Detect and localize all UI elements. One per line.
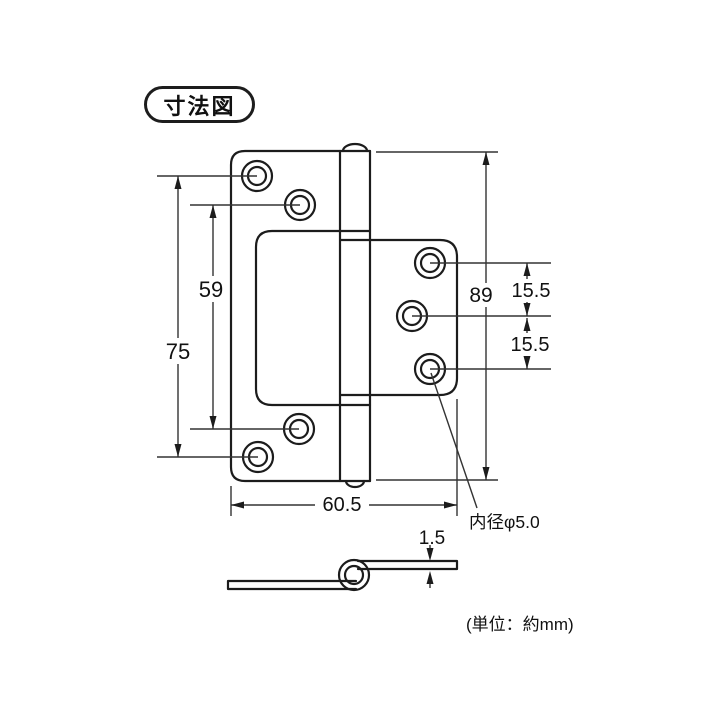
dim-60-5-label: 60.5 — [323, 494, 362, 516]
right-leaf-outline — [339, 238, 459, 397]
extension-lines — [157, 151, 551, 516]
hinge-barrel — [338, 142, 372, 489]
side-knuckle-bore — [343, 564, 365, 586]
inner-diameter-label: 内径φ5.0 — [469, 512, 540, 532]
side-profile-view — [226, 558, 459, 592]
left-leaf-outline — [229, 149, 372, 483]
pin-cap-top — [341, 142, 369, 153]
dimension-text-masks — [161, 276, 557, 516]
dim-75-label: 75 — [166, 339, 190, 364]
side-left-leaf — [226, 579, 358, 591]
leaf-recess-outline — [254, 229, 372, 407]
dim-1-5-label: 1.5 — [419, 528, 445, 549]
arrowheads — [174, 152, 531, 584]
screw-holes-left-leaf — [240, 159, 317, 474]
dim-59-label: 59 — [199, 277, 223, 302]
dim-15-5-top-label: 15.5 — [512, 280, 551, 302]
pin-cap-bottom — [344, 479, 366, 489]
side-knuckle-outer — [337, 558, 371, 592]
side-right-leaf — [356, 559, 459, 571]
dimension-labels: 75 59 89 15.5 15.5 60.5 1.5 内径φ5.0 (単位：約… — [166, 277, 574, 634]
dim-15-5-bottom-label: 15.5 — [511, 334, 550, 356]
title-badge-label: 寸法図 — [163, 93, 236, 119]
title-badge: 寸法図 — [144, 86, 255, 123]
unit-note: (単位：約mm) — [466, 615, 574, 634]
leader-line — [430, 372, 478, 509]
dim-89-label: 89 — [469, 284, 492, 307]
